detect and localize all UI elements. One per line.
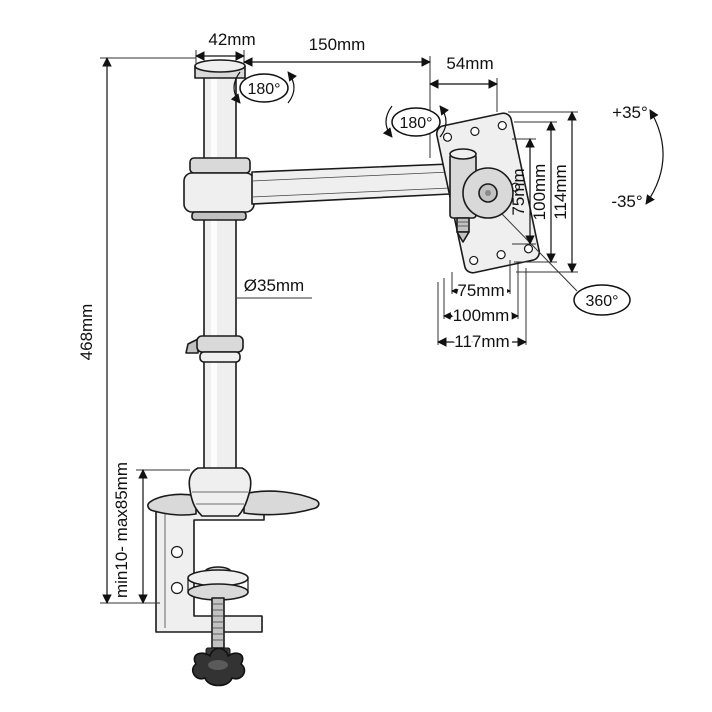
vesa-hole (497, 120, 507, 131)
label-pole-rotation: 180° (247, 81, 280, 98)
dimension-lines (102, 51, 664, 604)
rod-threads (212, 603, 224, 641)
pole-highlight (211, 76, 217, 476)
clamp-hole (170, 545, 184, 559)
pole (185, 59, 246, 479)
label-top-cap-width: 42mm (208, 30, 255, 49)
label-joint-rotation: 180° (399, 115, 432, 132)
label-pole-diameter: Ø35mm (244, 276, 304, 295)
rotate-arc-pole-left (230, 71, 241, 104)
arm-hub-ring (189, 157, 251, 174)
desk-clamp (155, 505, 265, 687)
vesa-hole (442, 132, 453, 142)
rotate-arc-joint-right (439, 105, 450, 138)
pole-cap-top (194, 59, 246, 73)
vesa-hole (496, 250, 506, 260)
label-pole-height: 468mm (77, 304, 96, 361)
joint-cap (449, 148, 477, 160)
collar-tab (185, 338, 199, 354)
pole-collar-ring (199, 351, 241, 363)
arm (183, 157, 451, 221)
base-wing-left (147, 493, 197, 516)
clamp-hole (170, 581, 184, 595)
rotation-bubble-joint (391, 107, 441, 137)
arm-hub (183, 172, 255, 213)
arm-beam (251, 163, 451, 205)
arm-contour-2 (251, 187, 451, 198)
base-wing-right (243, 490, 320, 516)
screw-tip (456, 231, 470, 243)
pole-column (203, 73, 237, 479)
label-vesa-horizontal-75: 75mm (457, 281, 504, 300)
vesa-hole (469, 255, 479, 266)
knob-center (208, 660, 228, 670)
tilt-arc (645, 109, 664, 205)
arm-hub-lip (191, 211, 247, 221)
joint-screw (456, 217, 470, 233)
label-vesa-vertical-100: 100mm (530, 164, 549, 221)
rotation-bubble-pole (239, 73, 289, 103)
rotate-arc-pole-right (287, 71, 298, 104)
rotation-bubble-vesa (573, 284, 631, 316)
rotate-arc-joint-left (382, 105, 393, 138)
label-arm-end-offset: 54mm (446, 54, 493, 73)
vesa-hole (470, 126, 480, 136)
label-vesa-horizontal-100: 100mm (453, 306, 510, 325)
label-arm-length: 150mm (309, 35, 366, 54)
label-vesa-vertical-75: 75mm (509, 168, 528, 215)
label-tilt-up: +35° (612, 103, 648, 122)
arm-contour-1 (251, 171, 451, 182)
vesa-hub (462, 167, 514, 219)
label-clamp-range: min10- max85mm (112, 462, 131, 598)
label-vesa-rotation: 360° (585, 293, 618, 310)
label-tilt-down: -35° (611, 192, 642, 211)
pole-collar (196, 335, 244, 353)
label-plate-width: 117mm (454, 332, 509, 351)
label-plate-height: 114mm (551, 164, 570, 219)
threaded-rod (211, 597, 225, 649)
vesa-hub-center (485, 190, 491, 196)
base-foot (147, 467, 320, 517)
